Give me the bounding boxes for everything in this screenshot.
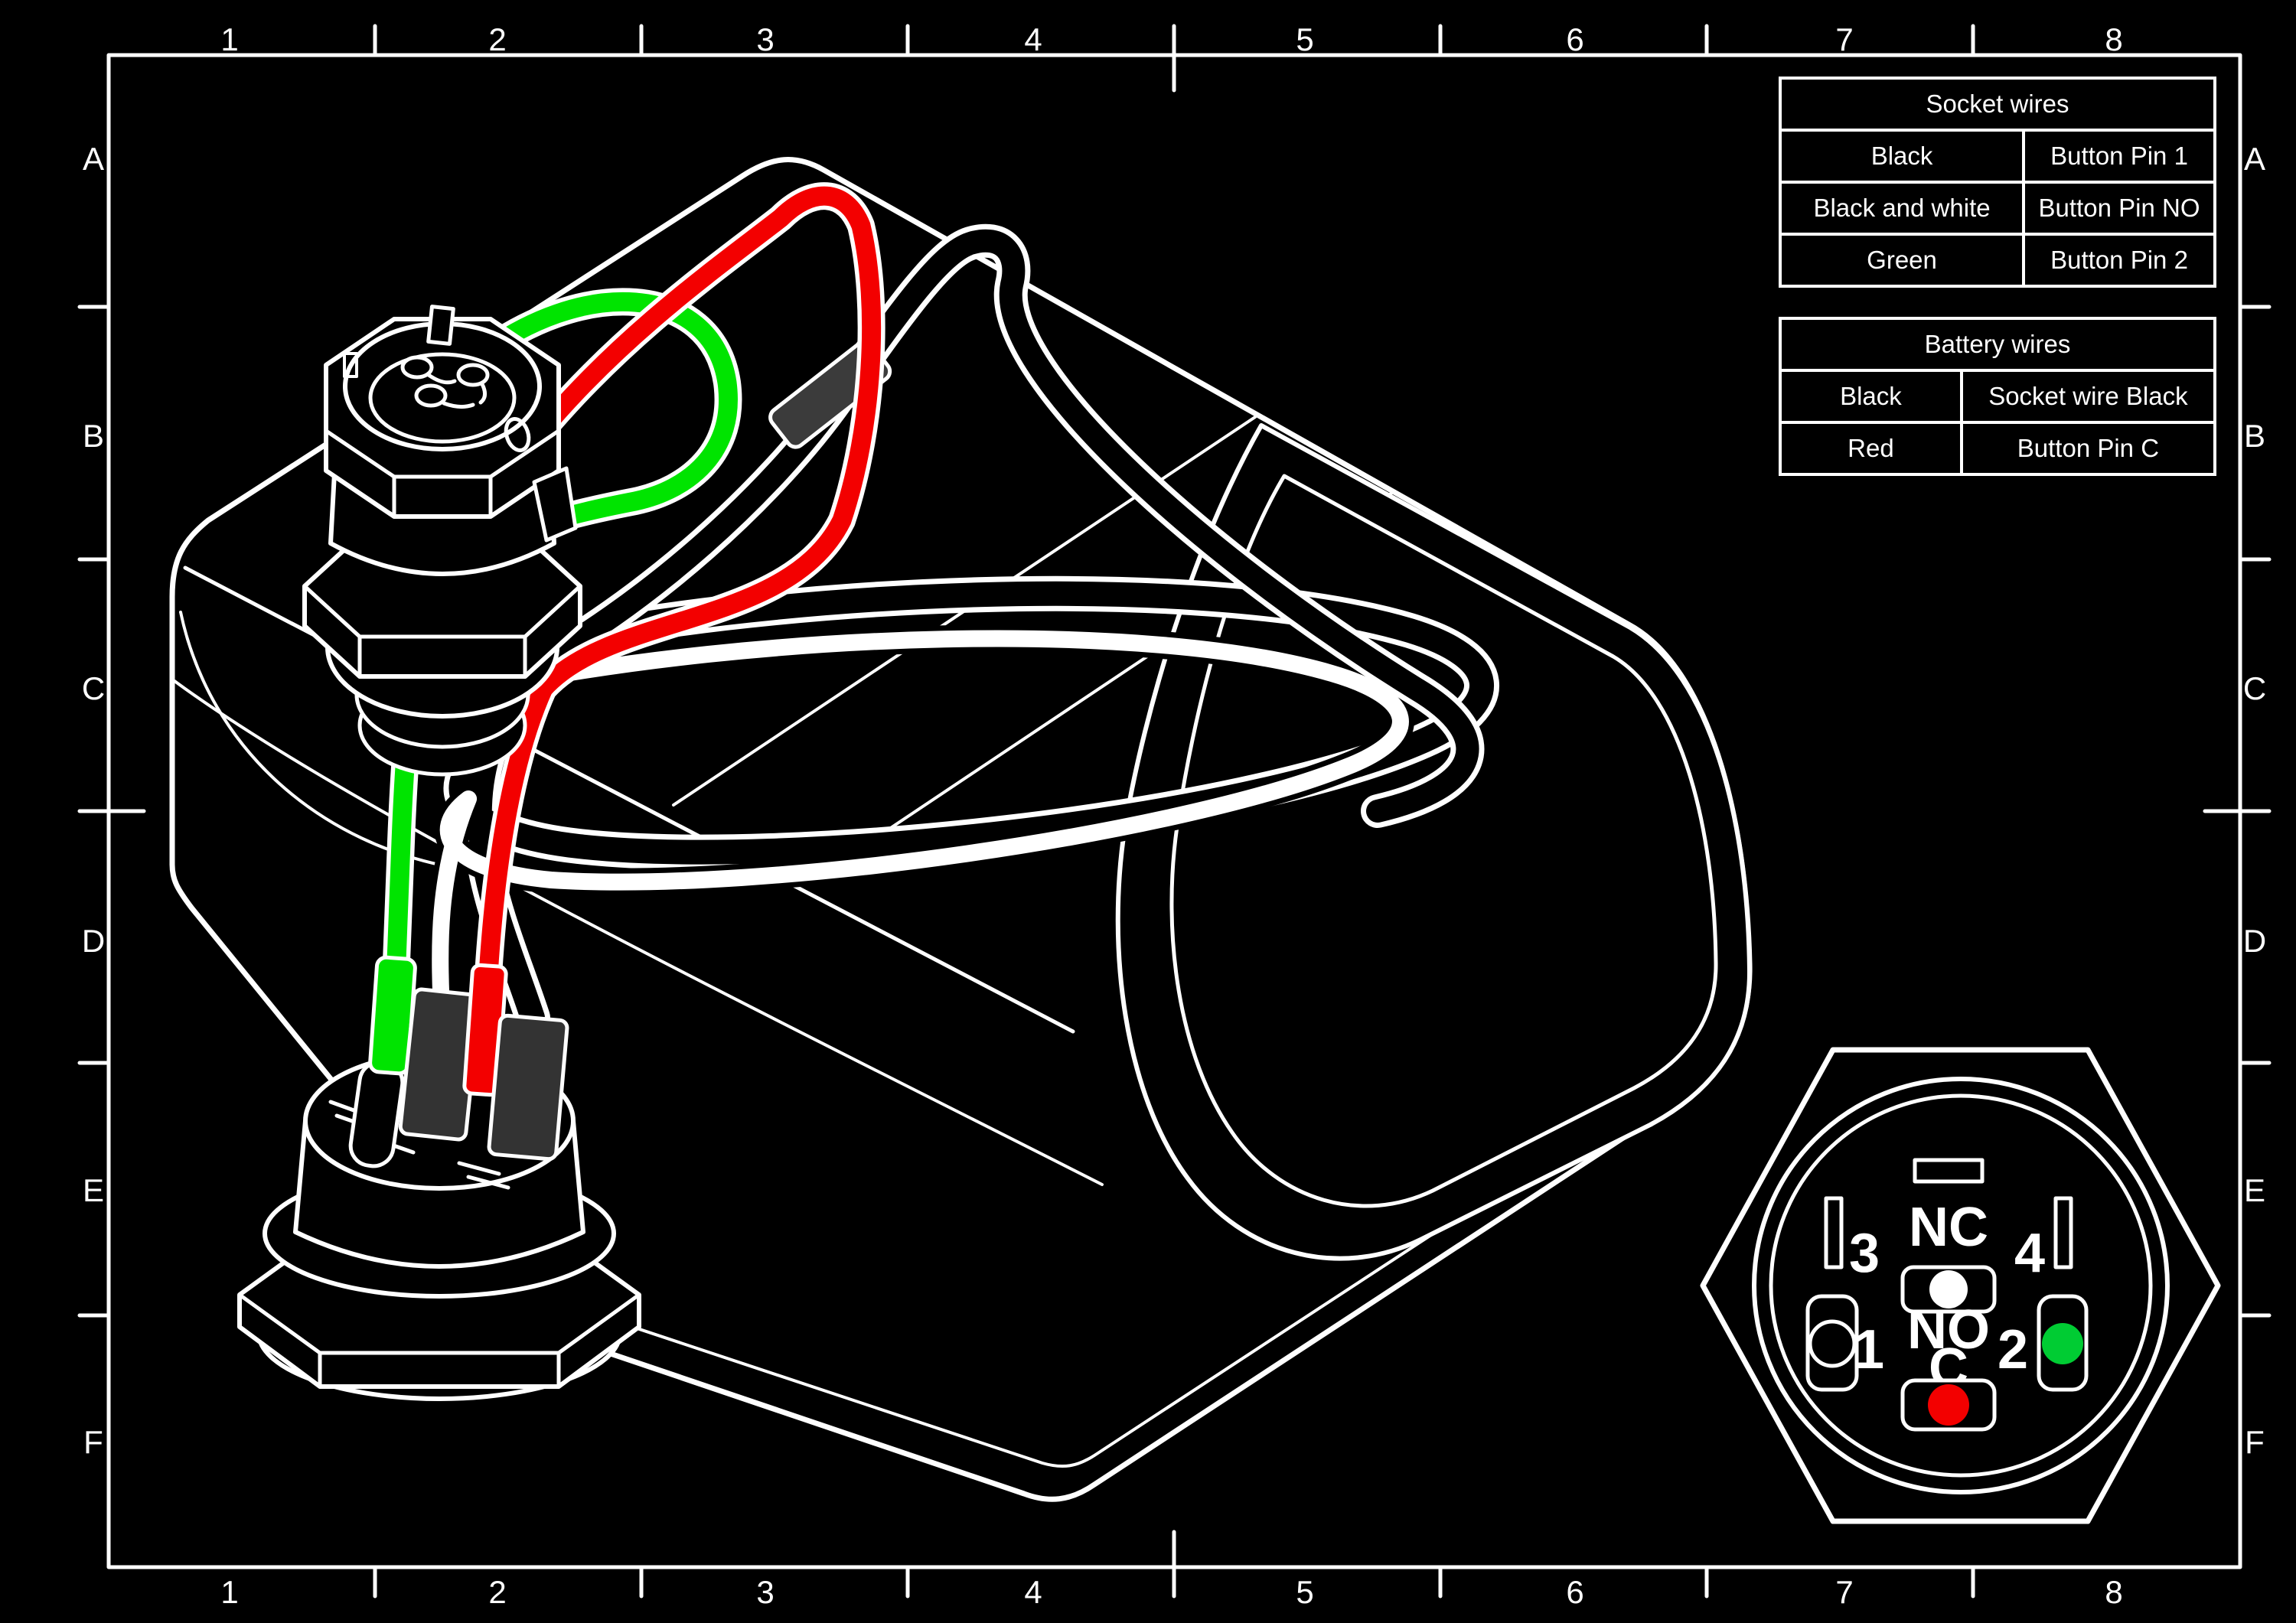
socket-pin-hole-2 <box>456 363 490 387</box>
socket-pin-hole-1 <box>400 355 434 380</box>
grid-row-left-d: D <box>82 923 105 959</box>
frame-ticks-top <box>373 24 1975 93</box>
grid-row-left-a: A <box>83 141 104 177</box>
socket-side-hole <box>504 417 531 452</box>
box-opening-rim-outer <box>1115 423 1753 1261</box>
battery-wires-title: Battery wires <box>1780 318 2215 370</box>
frame-ticks-left <box>77 305 146 1318</box>
socket-wire-dest: Button Pin 2 <box>2024 234 2215 286</box>
socket-pin-hole-3 <box>414 383 448 408</box>
grid-col-bottom-6: 6 <box>1566 1574 1583 1610</box>
pin-slot-4 <box>2053 1196 2073 1269</box>
grid-row-right-c: C <box>2243 670 2266 706</box>
pin-slot-nc <box>1913 1158 1985 1184</box>
grid-col-top-7: 7 <box>1835 21 1853 57</box>
grid-col-bottom-4: 4 <box>1024 1574 1042 1610</box>
pin-label-3: 3 <box>1849 1223 1880 1284</box>
xlr-socket <box>302 305 582 777</box>
battery-wire-dest: Button Pin C <box>1961 422 2215 474</box>
pinout-inner-circle <box>1769 1093 2153 1478</box>
drawing-frame: 1 2 3 4 5 6 7 8 1 2 3 4 5 6 7 8 A B C D … <box>77 21 2272 1610</box>
pin-label-1: 1 <box>1854 1319 1884 1380</box>
box-opening-rim-inner <box>1169 474 1718 1208</box>
button-pinout: NC 3 4 NO 1 2 C <box>1700 1047 2221 1524</box>
socket-wires-table: Socket wires Black Button Pin 1 Black an… <box>1779 77 2216 288</box>
socket-wire-color: Green <box>1780 234 2024 286</box>
table-row: Black and white Button Pin NO <box>1780 182 2215 234</box>
button-hex-nut-edges <box>237 1292 641 1389</box>
grid-col-bottom-1: 1 <box>220 1574 238 1610</box>
grid-col-top-8: 8 <box>2105 21 2122 57</box>
grid-col-top-4: 4 <box>1024 21 1042 57</box>
socket-wire-color: Black and white <box>1780 182 2024 234</box>
battery-wire-dest: Socket wire Black <box>1961 370 2215 422</box>
socket-wires-title: Socket wires <box>1780 78 2215 130</box>
socket-wire-color: Black <box>1780 130 2024 182</box>
grid-row-right-d: D <box>2243 923 2266 959</box>
grid-col-top-5: 5 <box>1296 21 1313 57</box>
grid-row-left-c: C <box>82 670 105 706</box>
terminal-spade-1 <box>487 1013 569 1162</box>
grid-row-right-a: A <box>2244 141 2265 177</box>
socket-side-bracket <box>532 466 578 543</box>
pin-label-2: 2 <box>1998 1319 2028 1380</box>
pin-no-dot <box>1929 1270 1968 1309</box>
battery-wires-table: Battery wires Black Socket wire Black Re… <box>1779 317 2216 476</box>
grid-col-top-2: 2 <box>488 21 506 57</box>
table-row: Green Button Pin 2 <box>1780 234 2215 286</box>
pin-1-dot <box>1808 1319 1857 1368</box>
pin-2-dot <box>2042 1323 2083 1364</box>
socket-wire-dest: Button Pin 1 <box>2024 130 2215 182</box>
pin-pad-1 <box>1805 1294 1859 1392</box>
pin-label-nc: NC <box>1909 1197 1988 1258</box>
pin-c-dot <box>1928 1384 1969 1426</box>
grid-col-bottom-2: 2 <box>488 1574 506 1610</box>
pin-slot-3 <box>1824 1196 1844 1269</box>
grid-col-bottom-8: 8 <box>2105 1574 2122 1610</box>
socket-pin-cups <box>426 373 487 409</box>
grid-row-right-b: B <box>2244 418 2265 454</box>
grid-col-bottom-3: 3 <box>756 1574 774 1610</box>
grid-row-right-e: E <box>2244 1172 2265 1208</box>
grid-col-top-3: 3 <box>756 21 774 57</box>
grid-row-left-b: B <box>83 418 104 454</box>
table-row: Black Button Pin 1 <box>1780 130 2215 182</box>
pinout-outer-circle <box>1752 1077 2170 1494</box>
box-lid-seam <box>173 680 1104 1186</box>
wires <box>394 196 1482 1022</box>
grid-row-left-f: F <box>83 1424 103 1460</box>
battery-wire-color: Red <box>1780 422 1962 474</box>
grid-col-bottom-5: 5 <box>1296 1574 1313 1610</box>
grid-row-right-f: F <box>2245 1424 2265 1460</box>
table-row: Black Socket wire Black <box>1780 370 2215 422</box>
table-row: Red Button Pin C <box>1780 422 2215 474</box>
grid-col-top-1: 1 <box>220 21 238 57</box>
grid-row-left-e: E <box>83 1172 104 1208</box>
socket-hex-nut-edges <box>302 584 582 679</box>
box-bottom-inset-line <box>534 1088 1655 1468</box>
battery-wire-color: Black <box>1780 370 1962 422</box>
socket-key-tab <box>426 305 455 346</box>
frame-ticks-bottom <box>373 1530 1975 1599</box>
pin-label-4: 4 <box>2014 1223 2045 1284</box>
socket-flange-edges <box>324 429 561 519</box>
socket-wire-dest: Button Pin NO <box>2024 182 2215 234</box>
button-terminals <box>348 955 569 1168</box>
frame-ticks-right <box>2203 305 2272 1318</box>
pin-label-no: NO <box>1907 1299 1990 1361</box>
socket-notch <box>343 352 358 378</box>
grid-col-top-6: 6 <box>1566 21 1583 57</box>
grid-col-bottom-7: 7 <box>1835 1574 1853 1610</box>
